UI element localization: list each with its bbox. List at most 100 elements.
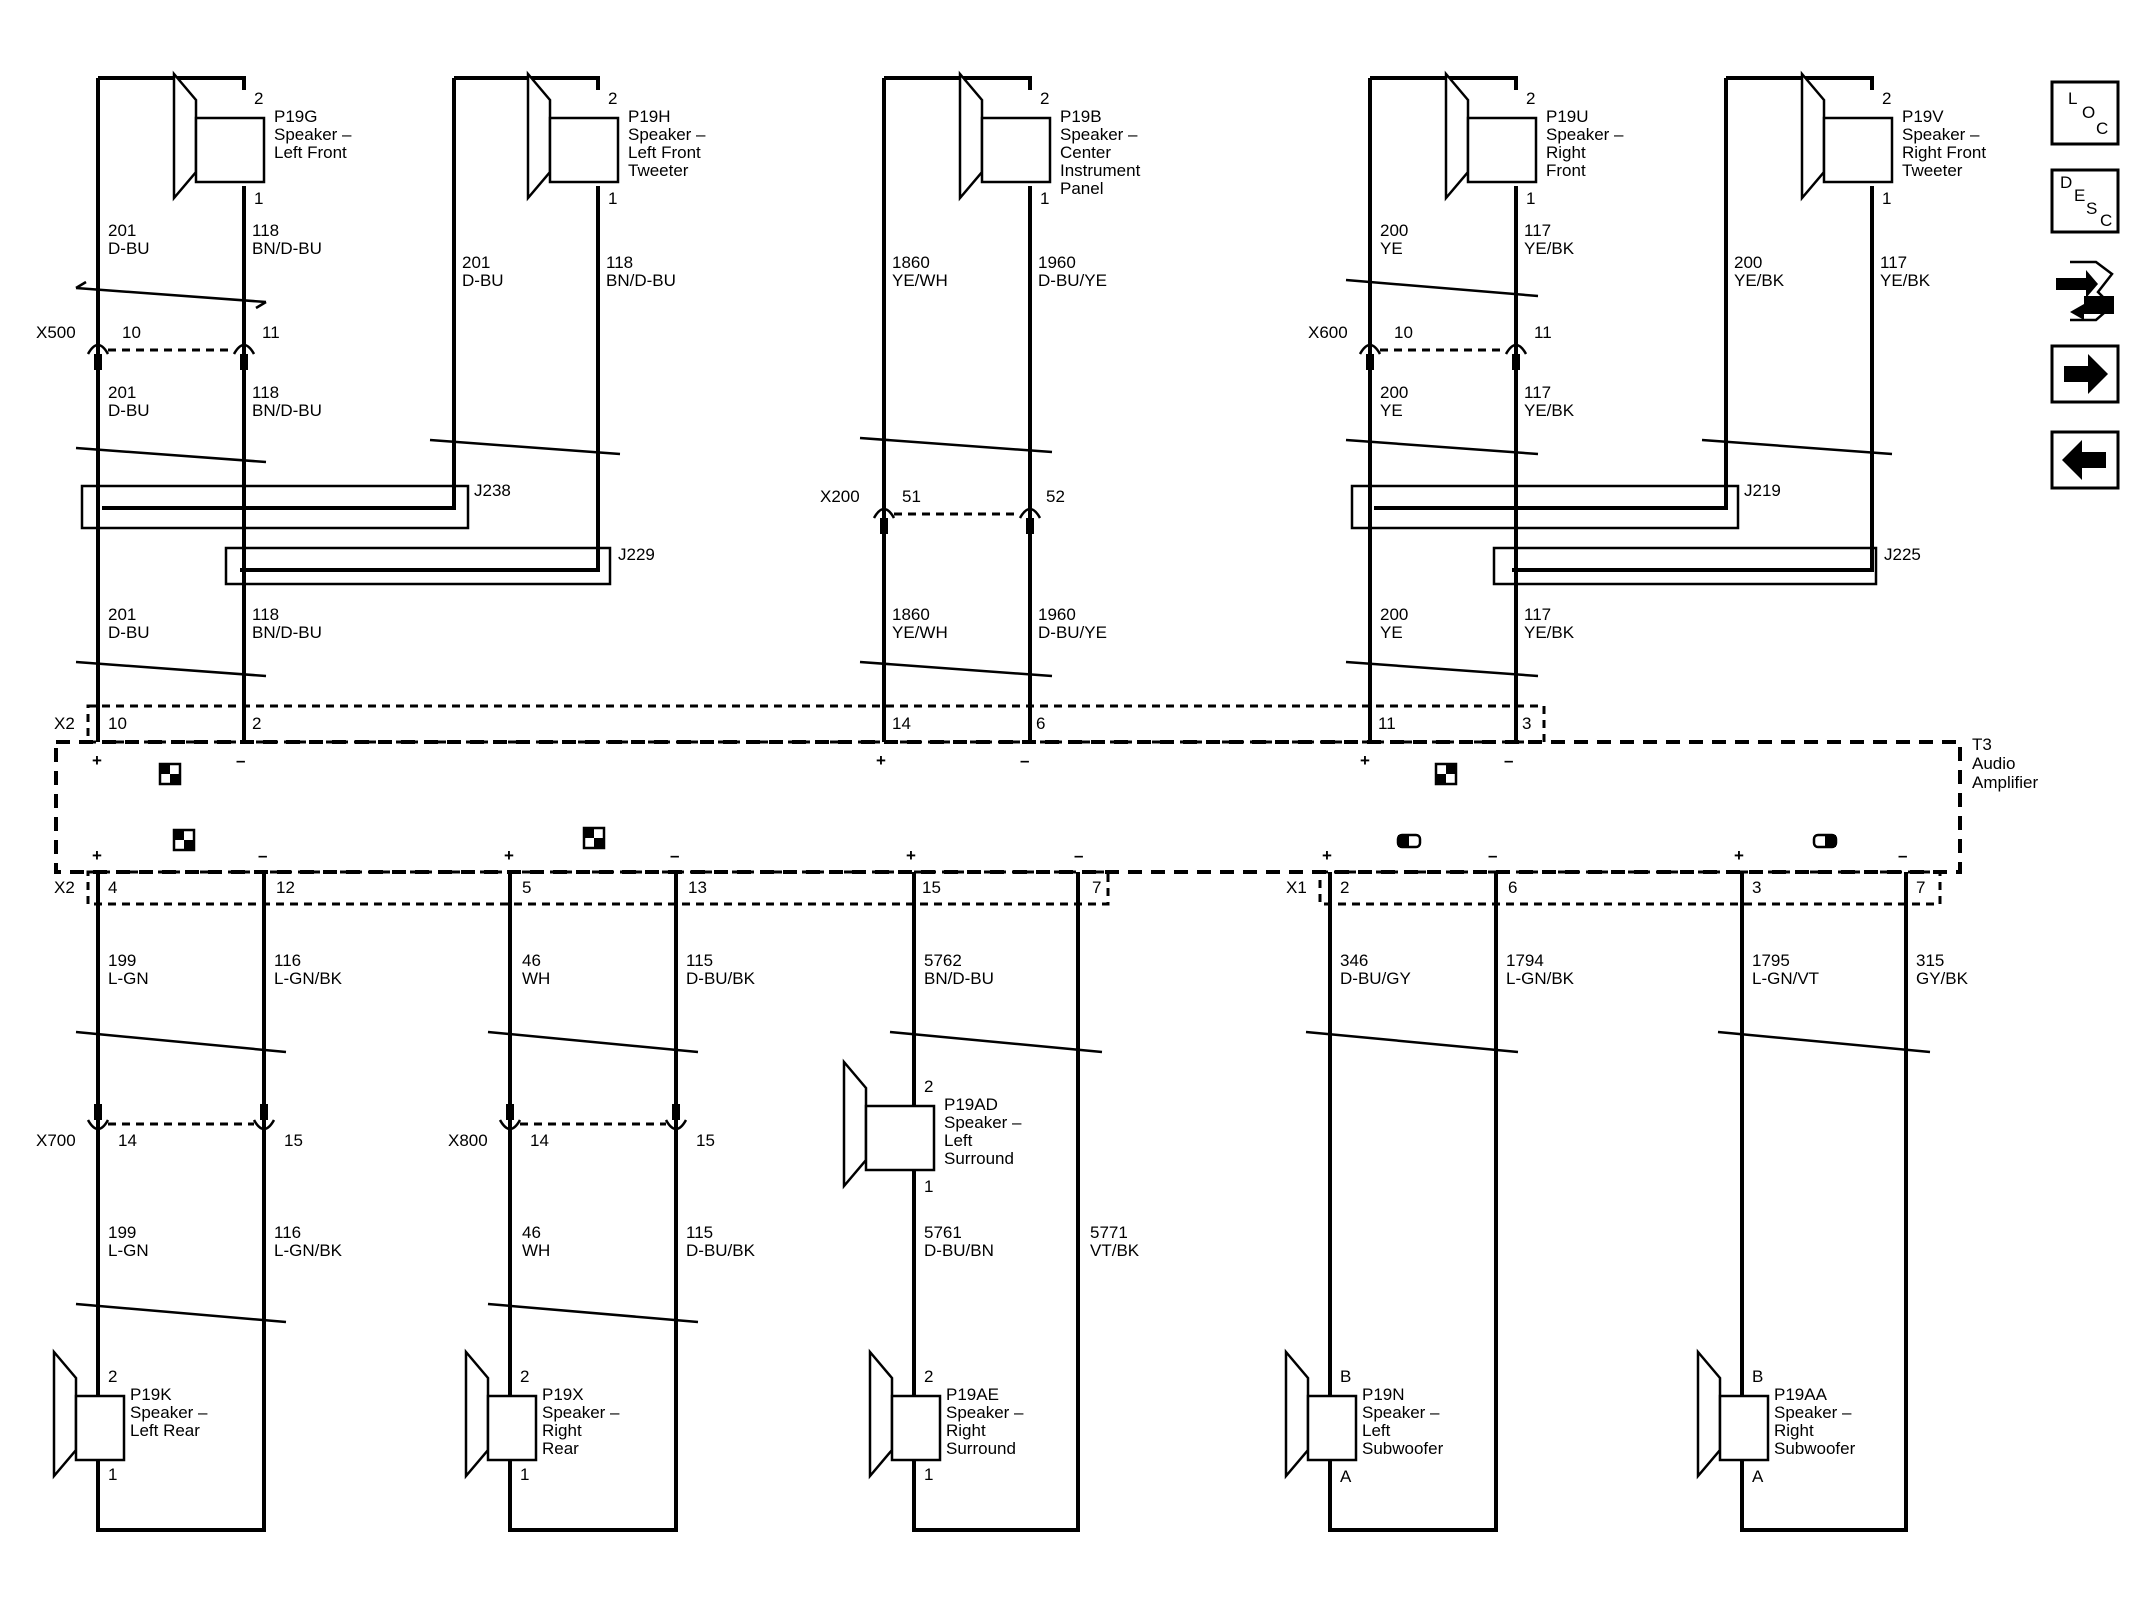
polarity-plus: + — [92, 751, 102, 770]
wire-346-1794 — [1328, 872, 1498, 1532]
speaker-desc: Left Front — [628, 143, 701, 162]
wire-circuit: 200 — [1380, 605, 1408, 624]
wire-circuit: 1795 — [1752, 951, 1790, 970]
speaker-p19g: 2 1 P19G Speaker – Left Front — [172, 70, 352, 208]
speaker-p19v: 2 1 P19V Speaker – Right Front Tweeter — [1800, 70, 1986, 208]
wire-circuit: 115 — [686, 951, 713, 970]
wire-color: D-BU/GY — [1340, 969, 1411, 988]
speaker-icon — [172, 70, 266, 202]
loc-icon[interactable] — [2050, 80, 2120, 146]
desc-button[interactable]: D E S C — [2050, 168, 2120, 234]
speaker-desc: Speaker – — [274, 125, 352, 144]
polarity-plus: + — [1360, 751, 1370, 770]
pin-label: 2 — [924, 1077, 933, 1096]
wire-circuit: 46 — [522, 1223, 541, 1242]
desc-letter-e: E — [2074, 186, 2085, 205]
wire-circuit: 200 — [1380, 383, 1408, 402]
pin-label: A — [1752, 1467, 1764, 1486]
polarity-plus: + — [906, 846, 916, 865]
wire-circuit: 117 — [1880, 253, 1907, 272]
wire-color: BN/D-BU — [924, 969, 994, 988]
wire-circuit: 201 — [108, 221, 136, 240]
speaker-ref: P19X — [542, 1385, 584, 1404]
x2-pin-5: 5 — [522, 878, 531, 897]
loc-letter-o: O — [2082, 103, 2095, 122]
loc-letter-l: L — [2068, 89, 2077, 108]
speaker-p19h: 2 1 P19H Speaker – Left Front Tweeter — [526, 70, 706, 208]
x600-pin-11: 11 — [1534, 323, 1552, 342]
wire-color: L-GN — [108, 1241, 149, 1260]
wire-color: YE/WH — [892, 623, 948, 642]
speaker-desc: Speaker – — [1362, 1403, 1440, 1422]
speaker-icon — [1444, 70, 1538, 202]
wire-color: YE — [1380, 623, 1403, 642]
speaker-desc: Speaker – — [130, 1403, 208, 1422]
polarity-minus: – — [1898, 846, 1907, 865]
wire-color: BN/D-BU — [252, 401, 322, 420]
wire-circuit: 118 — [606, 253, 633, 272]
wire-color: YE — [1380, 239, 1403, 258]
speaker-desc: Left Rear — [130, 1421, 200, 1440]
x800-pin-14: 14 — [530, 1131, 549, 1150]
wire-segment — [1370, 76, 1518, 90]
speaker-icon — [958, 70, 1052, 202]
pin-label: 1 — [924, 1465, 933, 1484]
polarity-plus: + — [1322, 846, 1332, 865]
loc-letter-c: C — [2096, 119, 2108, 138]
arrow-right-button[interactable] — [2050, 344, 2120, 404]
speaker-icon — [52, 1348, 126, 1480]
wire-circuit: 117 — [1524, 221, 1551, 240]
x200-label: X200 — [820, 487, 860, 506]
polarity-plus: + — [504, 846, 514, 865]
speaker-p19aa: B A P19AA Speaker – Right Subwoofer — [1696, 1348, 1856, 1486]
x2-pin-7: 7 — [1092, 878, 1101, 897]
speaker-desc: Speaker – — [946, 1403, 1024, 1422]
speaker-ref: P19K — [130, 1385, 172, 1404]
arrow-left-button[interactable] — [2050, 430, 2120, 490]
wire-200-tweeter — [1374, 78, 1728, 510]
speaker-p19x: 2 1 P19X Speaker – Right Rear — [464, 1348, 620, 1484]
speaker-desc: Speaker – — [1774, 1403, 1852, 1422]
polarity-plus: + — [876, 751, 886, 770]
splice-j229: J229 — [224, 545, 655, 586]
speaker-icon — [1284, 1348, 1358, 1480]
inline-connector-x500: X500 10 11 — [36, 323, 280, 370]
desc-letter-d: D — [2060, 173, 2072, 192]
speaker-p19u: 2 1 P19U Speaker – Right Front — [1444, 70, 1624, 208]
pin-label: 1 — [1882, 189, 1891, 208]
speaker-p19ad: 2 1 P19AD Speaker – Left Surround — [842, 1058, 1022, 1196]
pin-label: 1 — [1040, 189, 1049, 208]
speaker-icon — [868, 1348, 942, 1480]
channel-half-icon — [1812, 833, 1838, 849]
speaker-desc: Panel — [1060, 179, 1103, 198]
desc-letter-s: S — [2086, 199, 2097, 218]
wire-color: YE/BK — [1524, 401, 1575, 420]
wire-color: D-BU/BK — [686, 1241, 756, 1260]
connector-swap-button[interactable] — [2050, 258, 2122, 328]
speaker-icon — [1800, 70, 1894, 202]
wire-199-116 — [96, 872, 266, 1532]
x1-label: X1 — [1286, 878, 1307, 897]
polarity-plus: + — [1734, 846, 1744, 865]
wire-segment — [454, 76, 600, 90]
speaker-desc: Left — [944, 1131, 973, 1150]
pin-label: A — [1340, 1467, 1352, 1486]
x2-pin-4: 4 — [108, 878, 117, 897]
speaker-desc: Speaker – — [628, 125, 706, 144]
wire-lines — [96, 76, 1908, 1532]
desc-icon[interactable] — [2050, 168, 2120, 234]
inline-connector-x700: X700 14 15 — [36, 1104, 303, 1150]
speaker-ref: P19AE — [946, 1385, 999, 1404]
wire-circuit: 1860 — [892, 605, 930, 624]
wire-color: YE/BK — [1524, 239, 1575, 258]
inline-connector-x200: X200 51 52 — [820, 487, 1065, 534]
pin-label: 2 — [1526, 89, 1535, 108]
speaker-ref: P19AA — [1774, 1385, 1828, 1404]
loc-button[interactable]: L O C — [2050, 80, 2120, 146]
wire-color: YE/BK — [1734, 271, 1785, 290]
speaker-desc: Right — [1546, 143, 1586, 162]
x700-pin-15: 15 — [284, 1131, 303, 1150]
speaker-desc: Tweeter — [628, 161, 689, 180]
wire-circuit: 46 — [522, 951, 541, 970]
wire-color: D-BU — [108, 401, 150, 420]
